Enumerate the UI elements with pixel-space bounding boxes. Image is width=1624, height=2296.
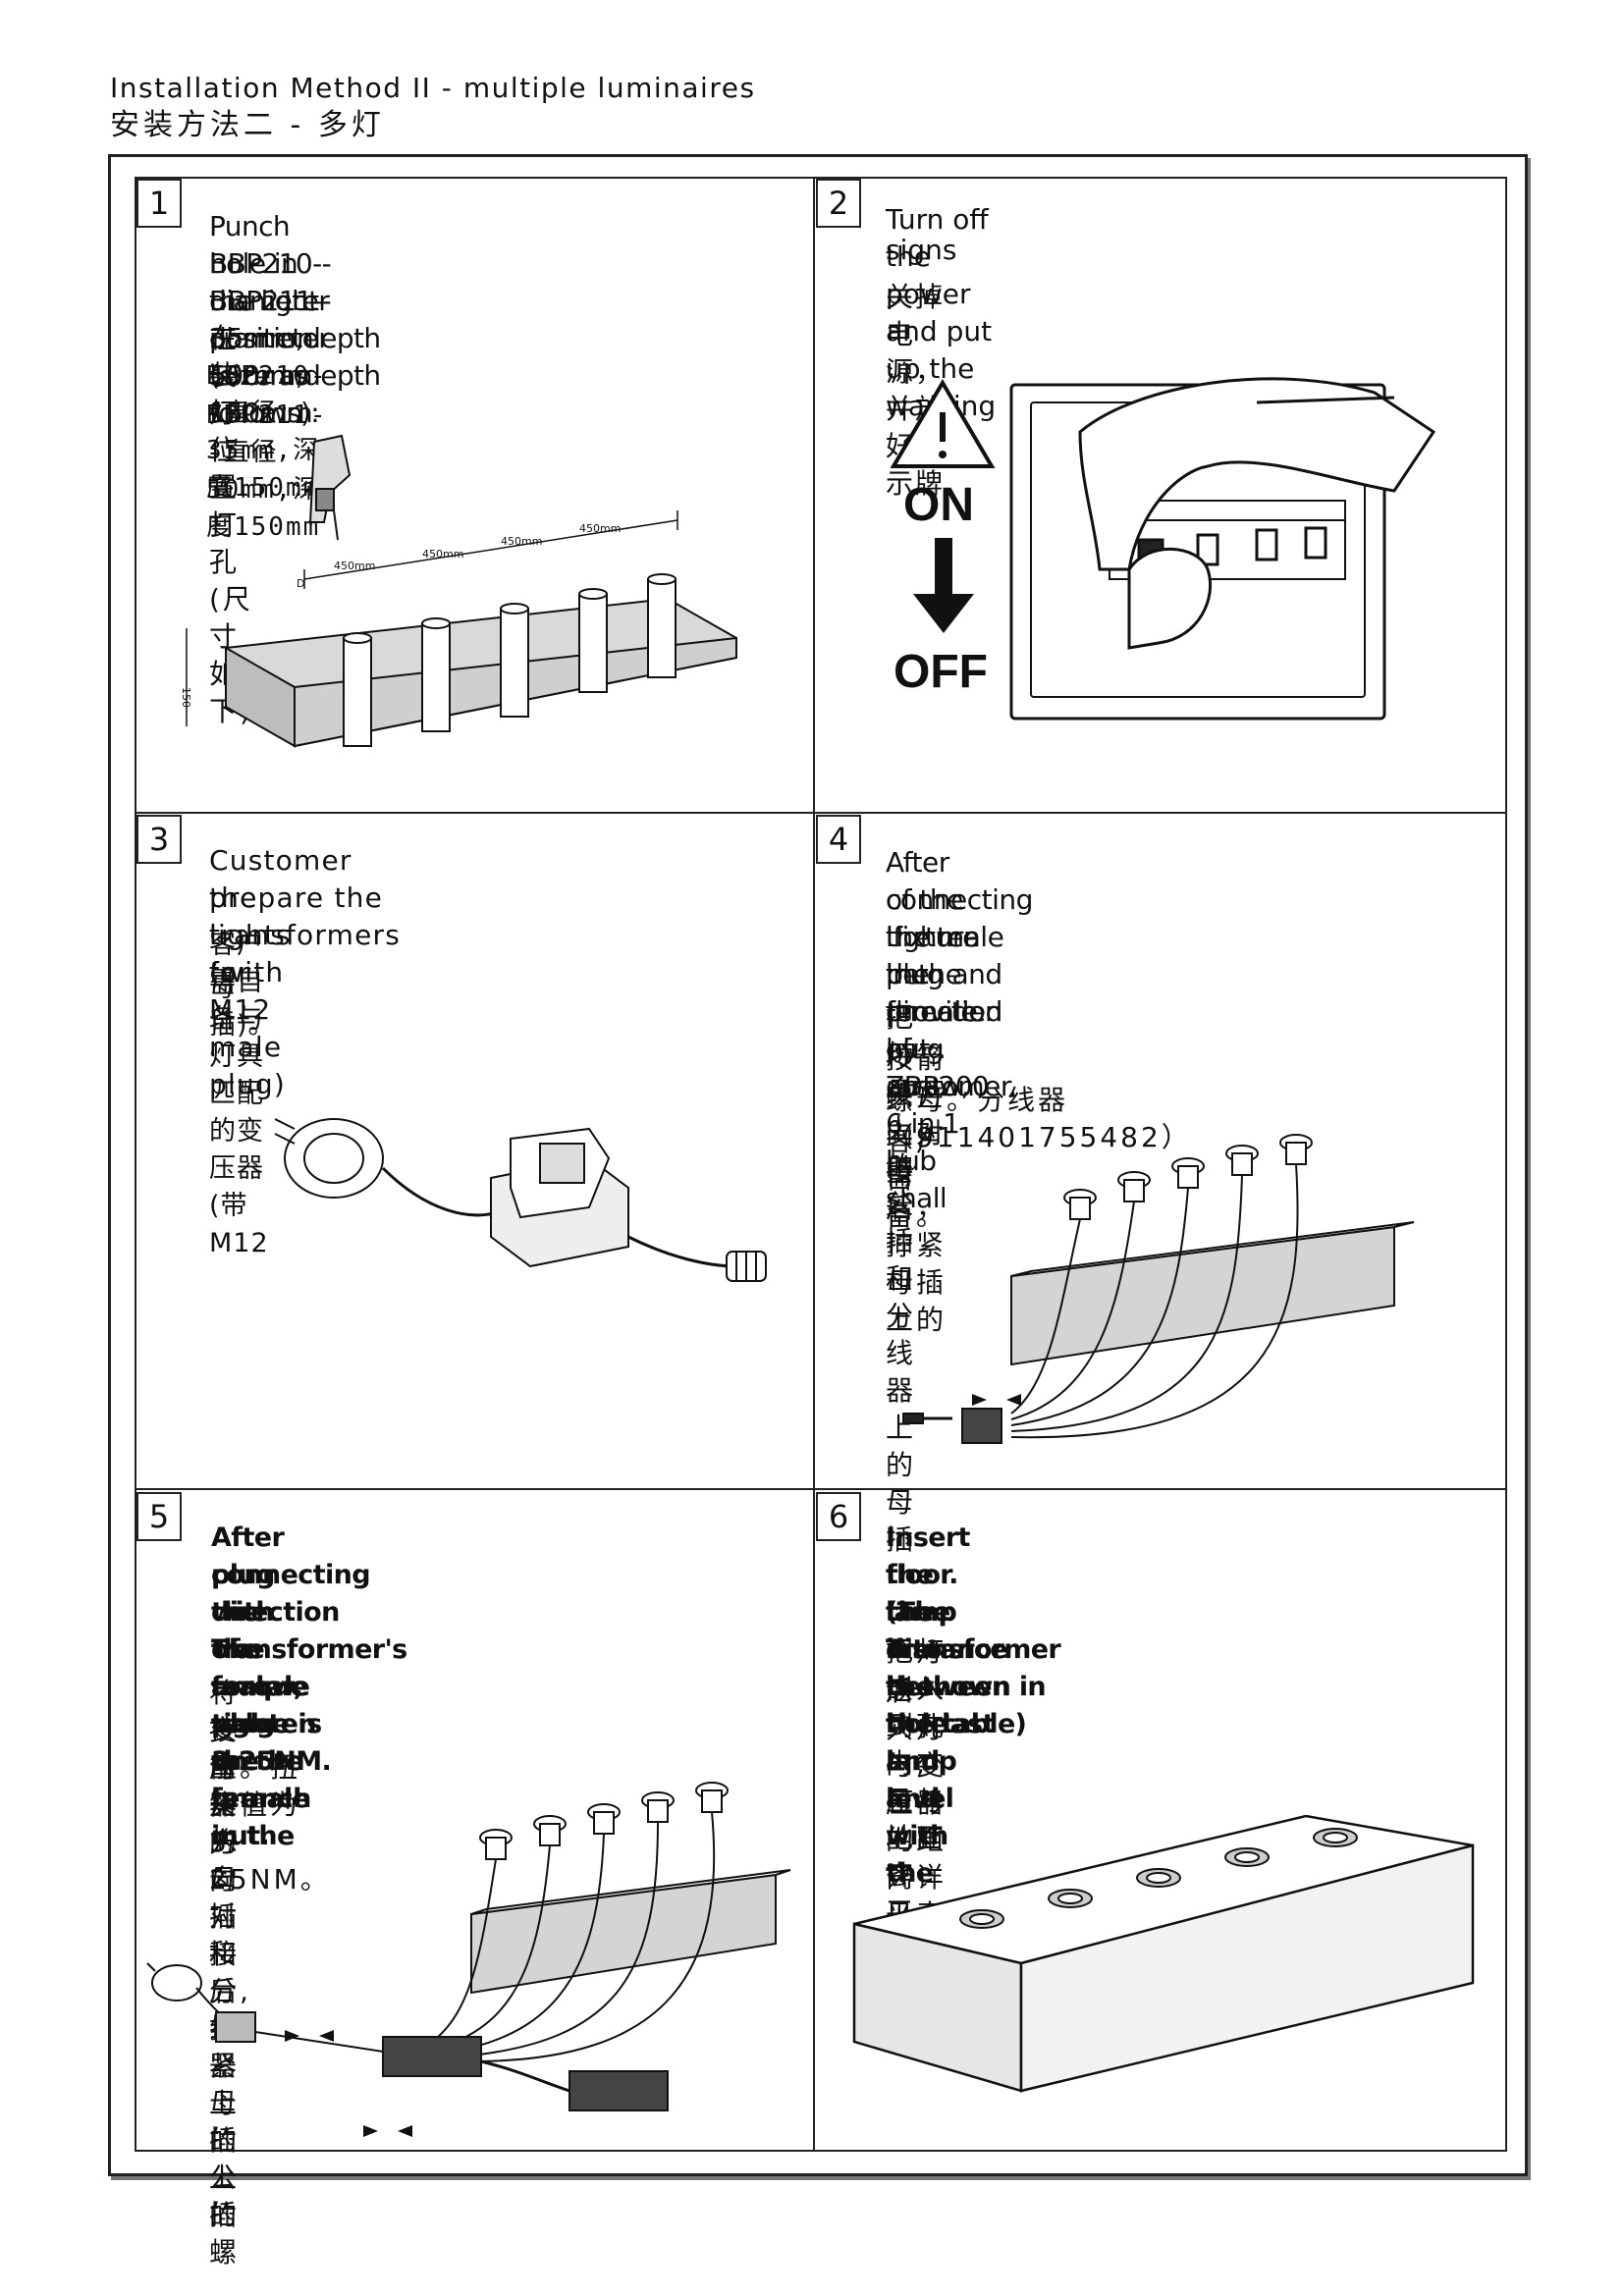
page-title-zh: 安装方法二 - 多灯 xyxy=(110,108,385,142)
dim-label-4: 450mm xyxy=(579,522,621,535)
step-6-installed-lamps-illustration xyxy=(852,1814,1475,2093)
page-title-en: Installation Method II - multiple lumina… xyxy=(110,72,756,104)
steps-grid xyxy=(135,177,1507,2152)
arrow-down-icon xyxy=(913,538,974,633)
step-4-text-zh-4: 客户自备。 xyxy=(886,1125,947,1232)
step-1-text-en-2: BBP210--diameter 35mm,depth 150mm xyxy=(209,247,381,392)
hub-connector-icon xyxy=(902,1408,1002,1444)
step-1-text-zh-2: BBP210--直径35mm,深度150mm xyxy=(206,361,328,503)
concrete-beam-shape xyxy=(1010,1221,1415,1366)
step-3-text-en-1: Customer prepare the transformers for xyxy=(209,844,401,988)
step-6-text-en-3: the Transformer is shown in the table) xyxy=(886,1597,1061,1739)
grid-divider-row-1 xyxy=(136,812,1505,814)
step-1-text-zh-3: BBP211--直径50mm,深度150mm xyxy=(206,400,328,542)
installed-lamp-icons xyxy=(959,1828,1358,1929)
mains-plug-icon xyxy=(274,1118,384,1199)
concrete-beam-shape xyxy=(470,1869,791,1995)
step-2-switch-illustration: ON OFF xyxy=(890,377,1436,721)
step-5-text-en-2: plug with the male plug on the branch in… xyxy=(211,1560,311,1851)
m12-connector-icon xyxy=(726,1251,767,1282)
step-4-text-zh-1: 把灯具上的公插和分线器上的母插 xyxy=(886,1001,917,1556)
step-5-transformer-hub-illustration xyxy=(146,1782,791,2137)
step-2-text-en-2: signs xyxy=(886,234,957,266)
step-2-text-zh-1: 关掉电源，并放好警示牌 xyxy=(886,281,946,500)
step-1-text-en-3: BBP211--diameter 50mm,depth 150mm xyxy=(209,285,381,429)
step-2-text-en-1: Turn off the power and put up the warnin… xyxy=(886,203,996,422)
dim-label-3: 450mm xyxy=(501,535,542,548)
step-2-number: 2 xyxy=(816,179,861,228)
step-6-number: 6 xyxy=(816,1492,861,1541)
outer-frame xyxy=(108,154,1528,2176)
step-4-text-en-2: of the lfixture in the direction of arro… xyxy=(886,883,1002,1102)
step-4-text-en-4: be provided by customer. xyxy=(886,958,1017,1102)
dim-label-d: D xyxy=(297,577,304,590)
transformer-box-icon xyxy=(490,1127,629,1268)
step-4-text-en-1: After connecting the male plug and femal… xyxy=(886,846,1033,1065)
step-5-text-en-4: The torque value is 3.25NM. xyxy=(211,1634,332,1777)
luminaire-cables xyxy=(1010,1163,1299,1439)
connection-arrows xyxy=(972,1394,1021,1406)
step-4-text-zh-3: 螺母。分线器（911401755482）需 xyxy=(886,1084,1192,1191)
page-header: Installation Method II - multiple lumina… xyxy=(110,71,756,145)
luminaire-heads xyxy=(479,1782,729,1860)
step-4-text-en-3: tighten the female nut . ZBP200 6 in 1 h… xyxy=(886,921,990,1214)
step-1-text-en-1: Punch hole in the light position (size a… xyxy=(209,210,320,429)
off-label: OFF xyxy=(893,646,988,698)
hub-connector-icon xyxy=(382,2036,669,2111)
step-1-drilling-illustration: 450mm 450mm 450mm 450mm D 150 xyxy=(180,434,737,748)
luminaire-cables xyxy=(431,1811,716,2062)
step-3-transformer-illustration xyxy=(274,1118,767,1282)
step-4-hub-connection-illustration xyxy=(902,1134,1415,1444)
grid-divider-vertical xyxy=(813,179,815,2150)
on-label: ON xyxy=(903,479,974,531)
mains-plug-icon xyxy=(146,1962,202,2002)
step-5-number: 5 xyxy=(136,1492,182,1541)
step-5-text-en-3: direction of arrow, tighten the female n… xyxy=(211,1597,340,1851)
step-4-number: 4 xyxy=(816,815,861,864)
grid-divider-row-2 xyxy=(136,1488,1505,1490)
dimension-lines xyxy=(186,510,678,726)
step-4-text-zh-2: 按箭头方向对接后，拧紧母插上的 xyxy=(886,1042,947,1336)
step-3-text-en-2: the lights (with M12 male plug) xyxy=(209,881,292,1100)
connection-arrows xyxy=(285,2030,412,2137)
step-5-text-en-1: After connecting the transformer's femal… xyxy=(211,1522,407,1702)
step-5-text-zh-3: 母。扭矩值为3. 25NM。 xyxy=(209,1751,331,1896)
step-6-text-en-2: floor.(The distance between the last lam… xyxy=(886,1560,1010,1814)
drill-icon xyxy=(308,434,352,541)
concrete-beam-shape xyxy=(852,1814,1475,2093)
hand-shape xyxy=(1078,377,1436,650)
step-6-text-en-1: Insert the lamp into the hole and level … xyxy=(886,1522,970,1889)
dim-label-depth: 150 xyxy=(180,687,192,708)
transformer-box-icon xyxy=(215,2011,256,2043)
dim-label-1: 450mm xyxy=(334,560,375,572)
step-3-number: 3 xyxy=(136,815,182,864)
luminaire-heads xyxy=(1063,1134,1313,1220)
step-3-text-zh-2: 母插)。 xyxy=(209,973,276,1041)
step-3-text-zh-1: 客户需自备与灯具匹配的变压器(带M12 xyxy=(209,930,269,1258)
drilled-holes xyxy=(343,573,677,747)
step-1-number: 1 xyxy=(136,179,182,228)
dim-label-2: 450mm xyxy=(422,548,463,561)
